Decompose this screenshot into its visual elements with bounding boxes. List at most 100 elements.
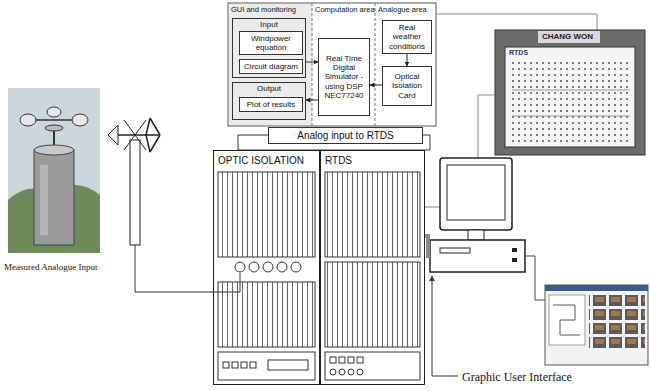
- anemometer-cup: [72, 114, 88, 126]
- cable: [525, 256, 545, 300]
- area-region: Analogue areaReal weather conditionsOpti…: [375, 3, 436, 126]
- anemometer-body: [34, 150, 74, 245]
- rtds-photo: [495, 30, 645, 155]
- label-box: Analog input to RTDS: [268, 127, 423, 144]
- photo-logo: RTDS: [509, 49, 528, 56]
- lamp: [330, 369, 336, 375]
- flow-arrow: [407, 54, 408, 66]
- panel-line: [512, 116, 630, 117]
- anemometer-photo: [8, 88, 100, 253]
- process-box: Circuit diagram: [239, 59, 303, 74]
- group-box: OutputPlot of results: [232, 82, 306, 120]
- switch: [241, 362, 247, 368]
- gui-screenshot: [545, 285, 648, 365]
- area-heading: Computation area: [312, 3, 375, 16]
- rack-base: [218, 352, 315, 380]
- group-heading: Input: [233, 19, 305, 29]
- thumbnails: [589, 295, 645, 351]
- cabinet-box: RTDS: [320, 150, 425, 385]
- monitor: [440, 158, 512, 230]
- cover-frame: [238, 135, 268, 150]
- photo-bezel: [495, 30, 645, 155]
- lamp: [348, 369, 354, 375]
- group-box: InputWindpower equationCircuit diagram: [232, 18, 306, 78]
- switch: [348, 357, 354, 363]
- area-divider: [375, 3, 376, 126]
- cabinet-label: OPTIC ISOLATION: [214, 151, 319, 170]
- box-text: Real weather conditions: [385, 23, 429, 51]
- led: [512, 248, 517, 252]
- switch: [250, 362, 256, 368]
- wire: [135, 245, 240, 292]
- switch: [223, 362, 229, 368]
- rack-base: [325, 352, 420, 380]
- rack-panel: [325, 262, 420, 347]
- cable: [425, 236, 430, 256]
- process-box: Real weather conditions: [382, 20, 432, 54]
- switch: [232, 362, 238, 368]
- anemometer-cap: [34, 145, 74, 155]
- wind-vane: [108, 118, 160, 245]
- process-box: Windpower equation: [239, 31, 303, 55]
- box-text: Optical Isolation Card: [385, 72, 429, 100]
- drive-slot: [440, 248, 470, 253]
- photo-panel: [505, 47, 635, 147]
- area-region: GUI and monitoringInputWindpower equatio…: [228, 3, 312, 126]
- gui-shading: [229, 4, 312, 125]
- rack-panel: [218, 172, 315, 257]
- anemometer-arm: [30, 119, 78, 121]
- title-bar: [545, 285, 648, 291]
- switch: [330, 357, 336, 363]
- panel-line: [512, 90, 630, 91]
- circuit-trace: [553, 305, 580, 335]
- pointer-arrow: [432, 276, 458, 376]
- caption-label: Graphic User Interface: [462, 370, 572, 385]
- box-text: Circuit diagram: [244, 62, 298, 71]
- computer: [430, 158, 525, 272]
- switch: [357, 357, 363, 363]
- caption-label: Measured Analogue Input: [4, 262, 97, 272]
- box-text: Windpower equation: [242, 34, 300, 52]
- photo-strip: [538, 31, 600, 43]
- area-heading: GUI and monitoring: [228, 3, 312, 16]
- box-text: Real Time Digital Simulator -using DSP N…: [321, 54, 367, 100]
- body-highlight: [40, 165, 48, 235]
- input-jack: [291, 262, 301, 272]
- vane-cross: [124, 120, 146, 150]
- switch: [339, 357, 345, 363]
- monitor-neck: [468, 230, 484, 240]
- flow-arrow: [306, 100, 318, 101]
- anemometer-hub: [45, 125, 63, 131]
- rtds-rack: [325, 172, 420, 380]
- panel-grid: [512, 62, 630, 142]
- vane-pole: [130, 140, 140, 245]
- anemometer-cup: [20, 114, 36, 126]
- display: [268, 360, 308, 370]
- diagram-frame: [228, 3, 436, 126]
- circuit-view: [549, 295, 585, 345]
- flow-arrow: [370, 85, 382, 86]
- area-heading: Analogue area: [375, 3, 436, 16]
- photo-sky: [8, 88, 100, 253]
- input-jack: [249, 262, 259, 272]
- vane-tail: [108, 125, 118, 145]
- vane-cross: [124, 120, 146, 150]
- cabinet-label: RTDS: [321, 151, 424, 170]
- area-region: Computation areaReal Time Digital Simula…: [312, 3, 375, 126]
- rack-panel: [325, 172, 420, 257]
- process-box: Real Time Digital Simulator -using DSP N…: [318, 38, 370, 116]
- box-text: Plot of results: [247, 100, 295, 109]
- input-jack: [235, 262, 245, 272]
- cover-frame: [423, 135, 430, 150]
- flow-arrow: [306, 62, 318, 63]
- box-text: Analog input to RTDS: [297, 130, 394, 141]
- lamp: [339, 369, 345, 375]
- lamp: [357, 369, 363, 375]
- monitor-screen: [447, 165, 505, 220]
- input-jack: [277, 262, 287, 272]
- led: [512, 258, 517, 262]
- area-divider: [312, 3, 313, 126]
- input-jack: [263, 262, 273, 272]
